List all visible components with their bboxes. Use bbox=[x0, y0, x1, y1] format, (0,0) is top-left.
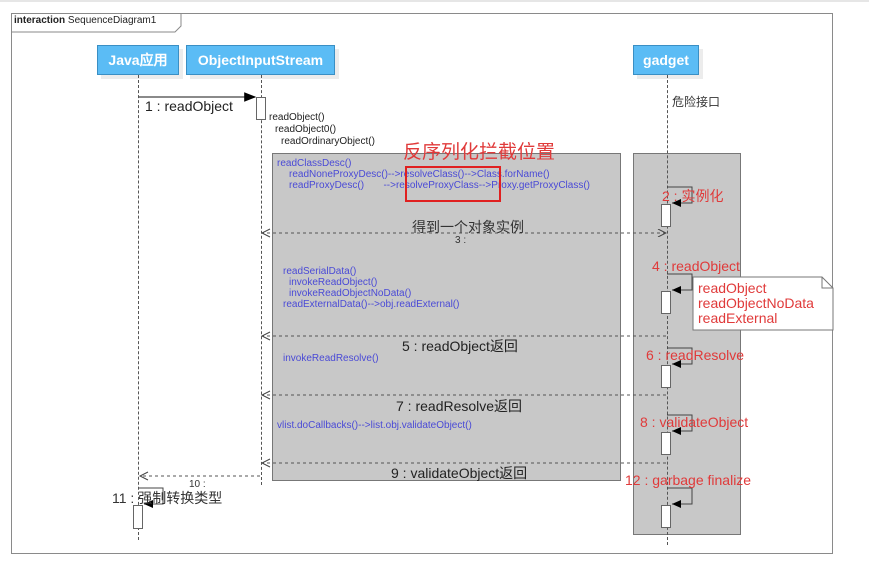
code-line: invokeReadObject() bbox=[289, 277, 378, 288]
message-7: 7 : readResolve返回 bbox=[396, 398, 523, 414]
frame-title: interaction SequenceDiagram1 bbox=[14, 15, 156, 26]
activation-gadget-8 bbox=[661, 432, 671, 455]
objectinputstream-fragment bbox=[272, 153, 621, 481]
call-chain-item: readObject() bbox=[269, 112, 325, 123]
block-read-class-desc: readClassDesc() readNoneProxyDesc()-->re… bbox=[277, 158, 590, 191]
gadget-fragment bbox=[633, 153, 741, 535]
activation-gadget-2 bbox=[661, 204, 671, 227]
intercept-highlight-box bbox=[405, 166, 501, 202]
message-3-label: 得到一个对象实例 bbox=[412, 219, 524, 235]
lifeline-java-app[interactable]: Java应用 bbox=[97, 45, 179, 75]
activation-gadget-12 bbox=[661, 505, 671, 528]
note-line: readExternal bbox=[698, 310, 778, 326]
intercept-title: 反序列化拦截位置 bbox=[403, 142, 556, 163]
frame-name: SequenceDiagram1 bbox=[67, 15, 157, 26]
call-chain: readObject() readObject0() readOrdinaryO… bbox=[269, 112, 375, 148]
message-6: 6 : readResolve bbox=[646, 347, 745, 363]
activation-java-11 bbox=[133, 505, 143, 529]
message-11: 11 : 强制转换类型 bbox=[112, 490, 223, 506]
note-line: readObject bbox=[698, 280, 767, 296]
block-invoke-read-resolve: invokeReadResolve() bbox=[283, 353, 379, 364]
lifeline-java-app-label: Java应用 bbox=[108, 52, 168, 68]
code-line: readNoneProxyDesc()-->resolveClass()-->C… bbox=[289, 169, 550, 180]
lifeline-objectinputstream-line bbox=[261, 75, 262, 485]
call-chain-item: readObject0() bbox=[275, 124, 337, 135]
message-10: 10 : bbox=[189, 479, 206, 490]
top-border bbox=[0, 0, 869, 2]
block-read-serial-data: readSerialData() invokeReadObject() invo… bbox=[283, 266, 459, 310]
message-8: 8 : validateObject bbox=[640, 414, 749, 430]
interaction-frame bbox=[11, 13, 833, 554]
message-1: 1 : readObject bbox=[145, 98, 233, 114]
block-do-callbacks: vlist.doCallbacks()-->list.obj.validateO… bbox=[277, 420, 472, 431]
message-12: 12 : garbage finalize bbox=[625, 472, 752, 488]
activation-ois bbox=[256, 97, 266, 120]
message-9: 9 : validateObject返回 bbox=[391, 465, 528, 481]
lifeline-objectinputstream-label: ObjectInputStream bbox=[197, 52, 324, 68]
call-chain-item: readOrdinaryObject() bbox=[281, 136, 375, 147]
code-line: readClassDesc() bbox=[277, 158, 352, 169]
message-4: 4 : readObject bbox=[652, 258, 740, 274]
activation-gadget-6 bbox=[661, 365, 671, 388]
message-2: 2 : 实例化 bbox=[662, 188, 724, 204]
message-5: 5 : readObject返回 bbox=[402, 338, 518, 354]
lifeline-objectinputstream[interactable]: ObjectInputStream bbox=[186, 45, 335, 75]
note-line: readObjectNoData bbox=[698, 295, 814, 311]
callback-note: readObject readObjectNoData readExternal bbox=[698, 281, 814, 326]
activation-gadget-4 bbox=[661, 291, 671, 314]
frame-keyword: interaction bbox=[14, 15, 66, 26]
lifeline-gadget-label: gadget bbox=[643, 52, 689, 68]
gadget-note: 危险接口 bbox=[672, 95, 721, 109]
code-line: readSerialData() bbox=[283, 266, 357, 277]
code-line: readExternalData()-->obj.readExternal() bbox=[283, 299, 460, 310]
message-3: 3 : bbox=[455, 235, 467, 246]
lifeline-gadget[interactable]: gadget bbox=[633, 45, 699, 75]
code-line: invokeReadObjectNoData() bbox=[289, 288, 412, 299]
code-line: readProxyDesc() -->resolveProxyClass-->P… bbox=[289, 180, 590, 191]
lifeline-java-app-line bbox=[138, 75, 139, 540]
